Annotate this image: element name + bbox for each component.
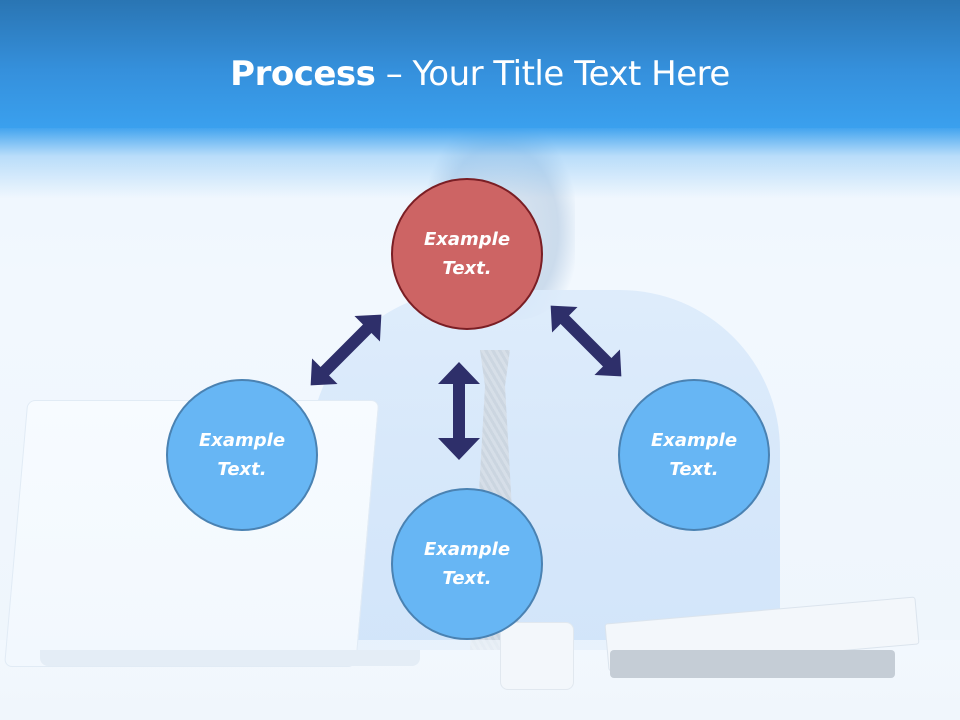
header-band xyxy=(0,0,960,128)
node-bottom-line2: Text. xyxy=(442,568,492,589)
double-arrow-vertical-icon xyxy=(438,362,480,460)
double-arrow-top-right-icon xyxy=(550,305,622,377)
title-separator: – xyxy=(375,54,413,94)
node-bottom-line1: Example xyxy=(423,539,511,560)
background-binder xyxy=(610,650,895,678)
node-right-line2: Text. xyxy=(669,459,719,480)
title-bold: Process xyxy=(230,54,376,94)
background-laptop-base xyxy=(40,650,420,666)
slide-title: Process – Your Title Text Here xyxy=(0,52,960,96)
node-top-line1: Example xyxy=(423,229,511,250)
node-top-line2: Text. xyxy=(442,258,492,279)
node-left-line2: Text. xyxy=(217,459,267,480)
node-right-line1: Example xyxy=(650,430,738,451)
background-phone xyxy=(500,622,574,690)
node-left-line1: Example xyxy=(198,430,286,451)
double-arrow-top-left-icon xyxy=(310,314,382,386)
title-rest: Your Title Text Here xyxy=(412,54,731,94)
